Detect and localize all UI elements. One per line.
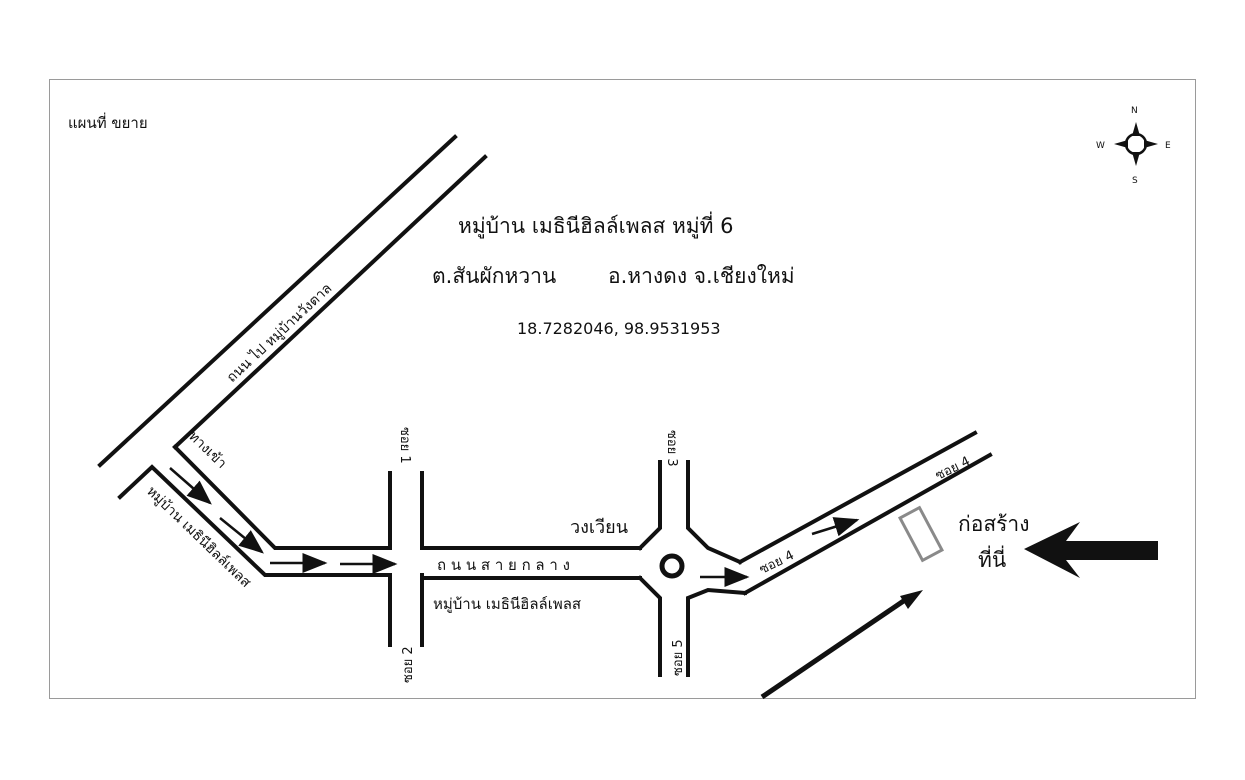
map-frame [49,79,1196,699]
road-label-village-side: หมู่บ้าน เมธินีฮิลล์เพลส [143,483,255,592]
corner-label: แผนที่ ขยาย [68,112,148,132]
road-label-soi4-end: ซอย 4 [933,454,973,484]
roundabout-center [659,553,685,579]
soi4-road-lower [742,452,993,596]
entrance-road-upper [172,444,392,550]
roundabout-se [686,587,748,677]
arrow-soi4 [811,517,860,537]
arrow-entrance-2 [219,517,264,554]
road-label-soi3: ซอย 3 [664,430,679,467]
road-label-main-sub: หมู่บ้าน เมธินีฮิลล์เพลส [433,595,581,613]
compass-rose-icon [1114,122,1158,166]
title-line1: หมู่บ้าน เมธินีฮิลล์เพลส หมู่ที่ 6 [458,211,734,239]
road-label-soi5: ซอย 5 [671,639,686,676]
road-label-main: ถ น น ส า ย ก ล า ง [437,556,570,574]
road-label-soi2: ซอย 2 [401,646,416,683]
road-label-roundabout: วงเวียน [570,517,628,538]
arrow-entrance-1 [169,467,212,505]
roundabout-nw [637,460,662,551]
road-label-soi1: ซอย 1 [397,427,412,464]
road-to-village-inner [172,154,488,450]
roundabout-ne [686,460,743,565]
road-to-village-outer [97,134,458,468]
compass-s: S [1132,176,1138,186]
soi4-road-upper [737,430,978,565]
road-label-to-village: ถนน ไป หมู่บ้านวังตาล [223,280,335,386]
compass-e: E [1165,141,1171,151]
site-pointer-arrow [1024,522,1158,578]
compass-w: W [1096,141,1105,151]
entrance-road-lower [117,464,392,577]
construction-site-marker [897,505,945,563]
site-label-line1: ก่อสร้าง [958,512,1029,536]
approach-arrow-line [760,597,907,700]
title-line2-district: อ.หางดง จ.เชียงใหม่ [608,264,795,288]
coordinates: 18.7282046, 98.9531953 [517,319,721,338]
compass-n: N [1131,106,1138,116]
site-label-line2: ที่นี่ [978,545,1006,572]
roundabout-sw [637,575,662,677]
title-line2-subdistrict: ต.สันผักหวาน [432,264,556,288]
approach-arrow-head [900,590,923,609]
